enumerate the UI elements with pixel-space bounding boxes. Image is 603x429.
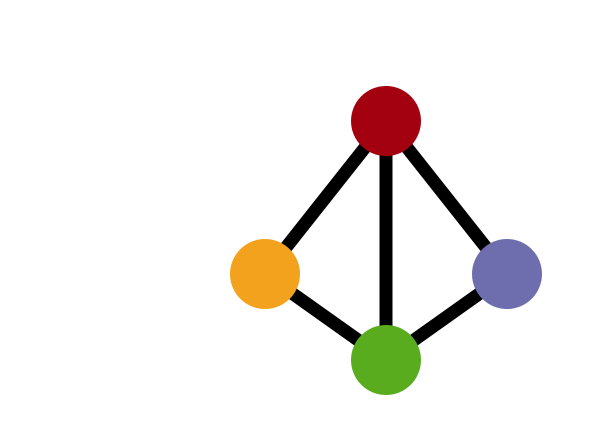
graph-edges [259, 116, 513, 366]
node-bottom [351, 325, 421, 395]
graph-nodes [230, 86, 542, 395]
node-right [472, 239, 542, 309]
node-left [230, 239, 300, 309]
node-top [351, 86, 421, 156]
